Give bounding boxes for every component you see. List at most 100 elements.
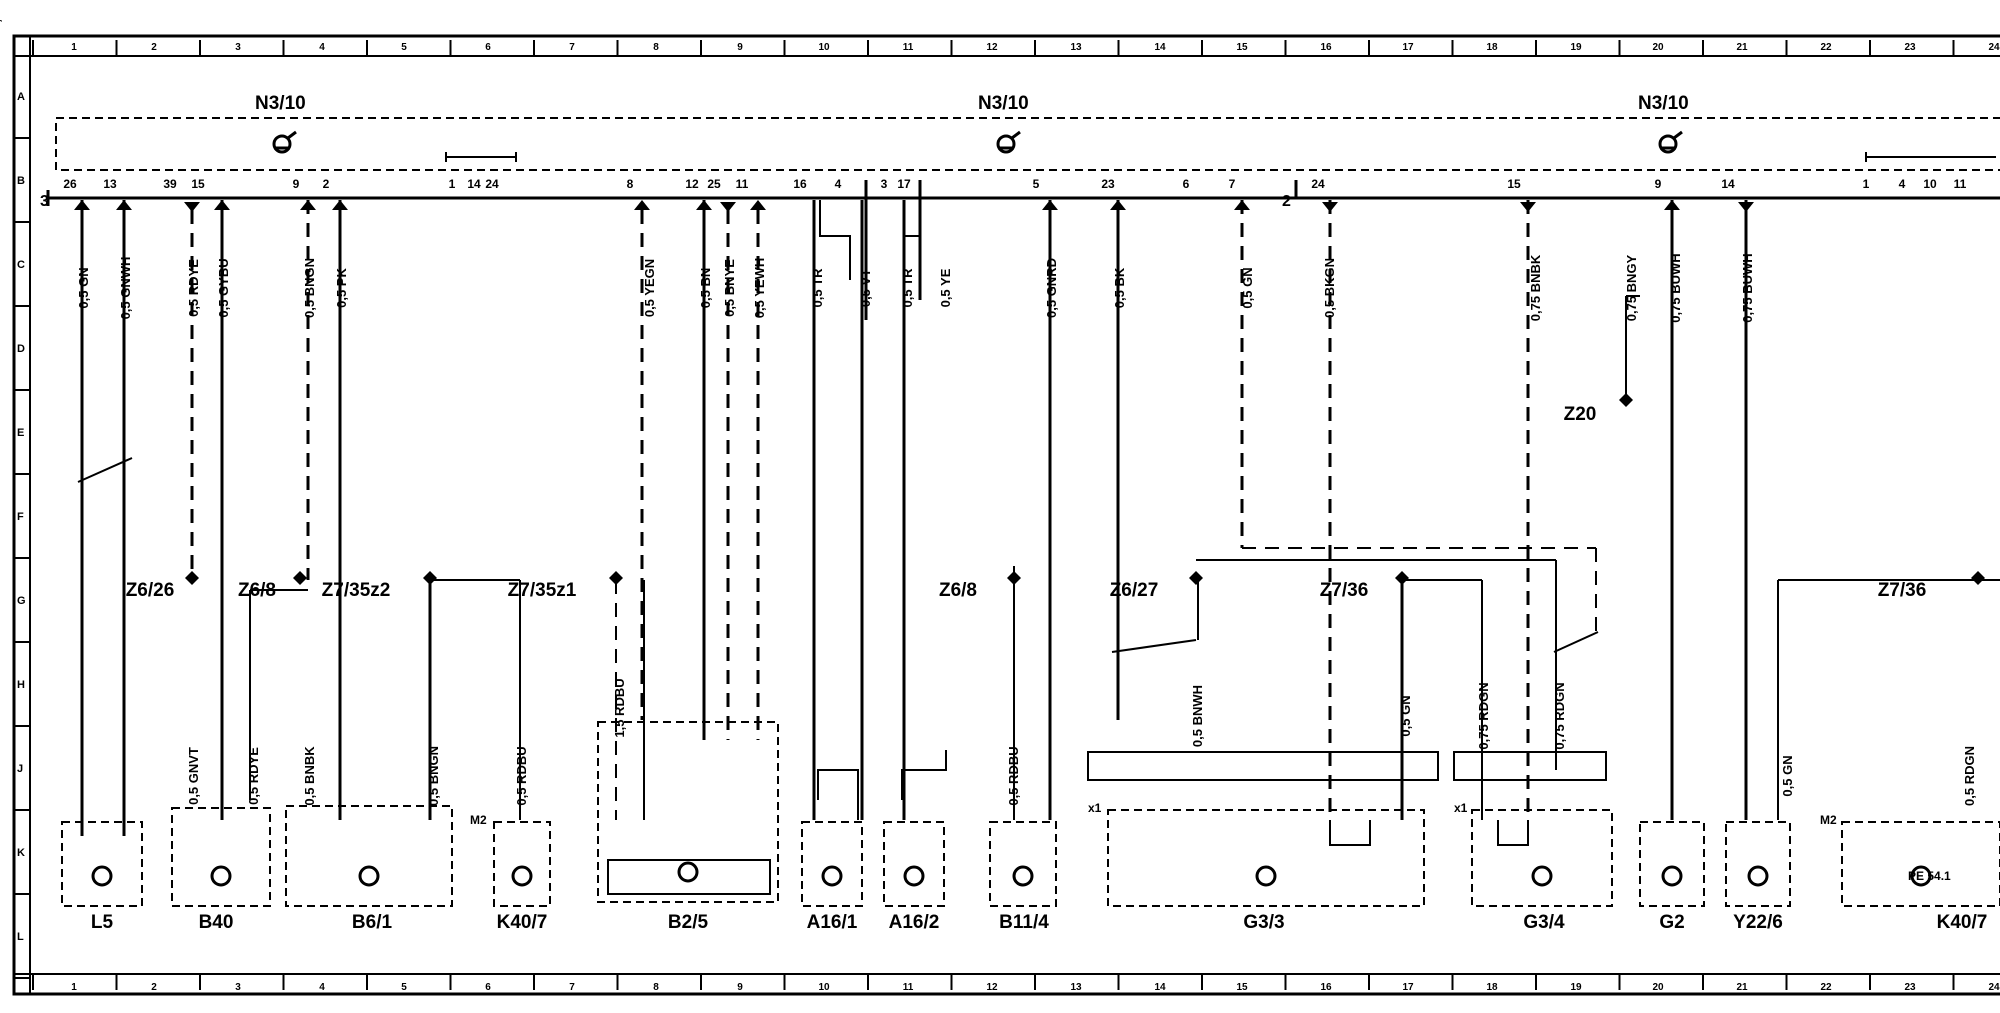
splice-point [1007, 571, 1021, 585]
component-box [597, 721, 779, 903]
connector-x1-label: x1 [1454, 801, 1468, 815]
splice-label: Z7/35z1 [508, 580, 577, 601]
wire [901, 750, 947, 800]
internal-bridge-symbol [445, 152, 1996, 162]
component-symbol [511, 865, 533, 887]
wire-color-label: 1,5 RDBU [612, 678, 627, 737]
column-number: 3 [235, 982, 241, 993]
wire-arrow [696, 200, 712, 210]
wire-color-label: 0,5 GNVT [186, 747, 201, 805]
component-symbol [1255, 865, 1277, 887]
wire [77, 457, 133, 483]
wire-color-label: 0,5 RDGN [1962, 746, 1977, 806]
wire-color-label: 0,5 GYBU [216, 258, 231, 317]
wire-color-label: 0,5 BN [698, 268, 713, 308]
column-number: 15 [1236, 42, 1248, 53]
column-number: 6 [485, 42, 491, 53]
column-number: 19 [1570, 42, 1582, 53]
component-box [1841, 821, 2000, 907]
splice-point [1971, 571, 1985, 585]
connector-pin-number: 39 [163, 177, 177, 191]
wire-color-label: 0,5 TR [900, 268, 915, 308]
wire-color-label: 0,5 GN [1240, 267, 1255, 308]
column-number: 22 [1820, 42, 1832, 53]
row-letter: D [17, 343, 25, 355]
component-box [285, 805, 453, 907]
column-number: 3 [235, 42, 241, 53]
wire-color-label: 1,5 RDGN [0, 0, 3, 30]
wire-color-label: 0,75 BUWH [1740, 253, 1755, 322]
connector-pin-number: 4 [835, 177, 842, 191]
component-box [493, 821, 551, 907]
column-number: 7 [569, 982, 575, 993]
component-box [883, 821, 945, 907]
column-number: 2 [151, 42, 157, 53]
wire-color-label: 0,5 YE [938, 268, 953, 307]
component-symbol [1012, 865, 1034, 887]
connector-pin-number: 16 [793, 177, 807, 191]
wire-color-label: 0,5 BNGN [426, 746, 441, 806]
column-number: 5 [401, 42, 407, 53]
connector-pin-number: 2 [323, 177, 330, 191]
wire-color-label: 0,5 BK [1112, 267, 1127, 308]
column-number: 23 [1904, 42, 1916, 53]
wire [903, 200, 920, 237]
splice-label: Z20 [1564, 404, 1597, 425]
wire-color-label: 0,75 RDGN [1552, 682, 1567, 749]
component-label: L5 [91, 912, 114, 933]
component-label: G3/4 [1523, 912, 1565, 933]
column-number: 21 [1736, 982, 1748, 993]
component-label: G3/3 [1243, 912, 1284, 933]
component-symbol [1910, 865, 1932, 887]
row-letter: L [17, 931, 24, 943]
column-number: 16 [1320, 42, 1332, 53]
control-unit-label: N3/10 [1638, 93, 1689, 114]
column-number: 8 [653, 982, 659, 993]
column-number: 20 [1652, 982, 1664, 993]
component-symbol [358, 865, 380, 887]
connector-pin-number: 25 [707, 177, 721, 191]
wire-color-label: 0,5 RDBU [514, 746, 529, 805]
wire-arrow [300, 200, 316, 210]
control-unit-symbol [996, 130, 1021, 154]
connector-pin-number: 10 [1923, 177, 1937, 191]
component-symbol [677, 861, 699, 883]
control-unit-label: N3/10 [978, 93, 1029, 114]
row-letter: B [17, 175, 25, 187]
wire [1497, 820, 1529, 846]
connector-header [1087, 751, 1439, 781]
column-number: 19 [1570, 982, 1582, 993]
column-number: 14 [1154, 42, 1166, 53]
connector-pin-number: 14 [1721, 177, 1735, 191]
column-number: 14 [1154, 982, 1166, 993]
wire-color-label: 0,5 GN [76, 267, 91, 308]
wire-color-label: 0,5 GN [1398, 695, 1413, 736]
splice-label: Z6/8 [939, 580, 977, 601]
column-number: 11 [903, 42, 914, 53]
connector-pin-number: 9 [1655, 177, 1662, 191]
wire-color-label: 0,75 RDGN [1476, 682, 1491, 749]
connector-pin-number: 15 [191, 177, 205, 191]
connector-pin-number: 5 [1033, 177, 1040, 191]
connector-pin-number: 7 [1229, 177, 1236, 191]
pe-label: PE 54.1 [1908, 869, 1951, 883]
wires [74, 180, 2000, 846]
component-label: B6/1 [352, 912, 393, 933]
component-symbol [210, 865, 232, 887]
wire-color-label: 0,5 RDYE [186, 259, 201, 317]
component-box [801, 821, 863, 907]
wire-arrow [1322, 202, 1338, 212]
row-letter: G [17, 595, 26, 607]
component-box [1725, 821, 1791, 907]
connector-pin-number: 8 [627, 177, 634, 191]
row-letter: E [17, 427, 24, 439]
wire-color-label: 0,75 BNBK [1528, 254, 1543, 321]
column-number: 13 [1070, 42, 1082, 53]
component-inner-box [607, 859, 771, 895]
column-number: 17 [1402, 42, 1414, 53]
wire-arrow [332, 200, 348, 210]
component-box [1107, 809, 1425, 907]
connector-pin-number: 24 [485, 177, 499, 191]
